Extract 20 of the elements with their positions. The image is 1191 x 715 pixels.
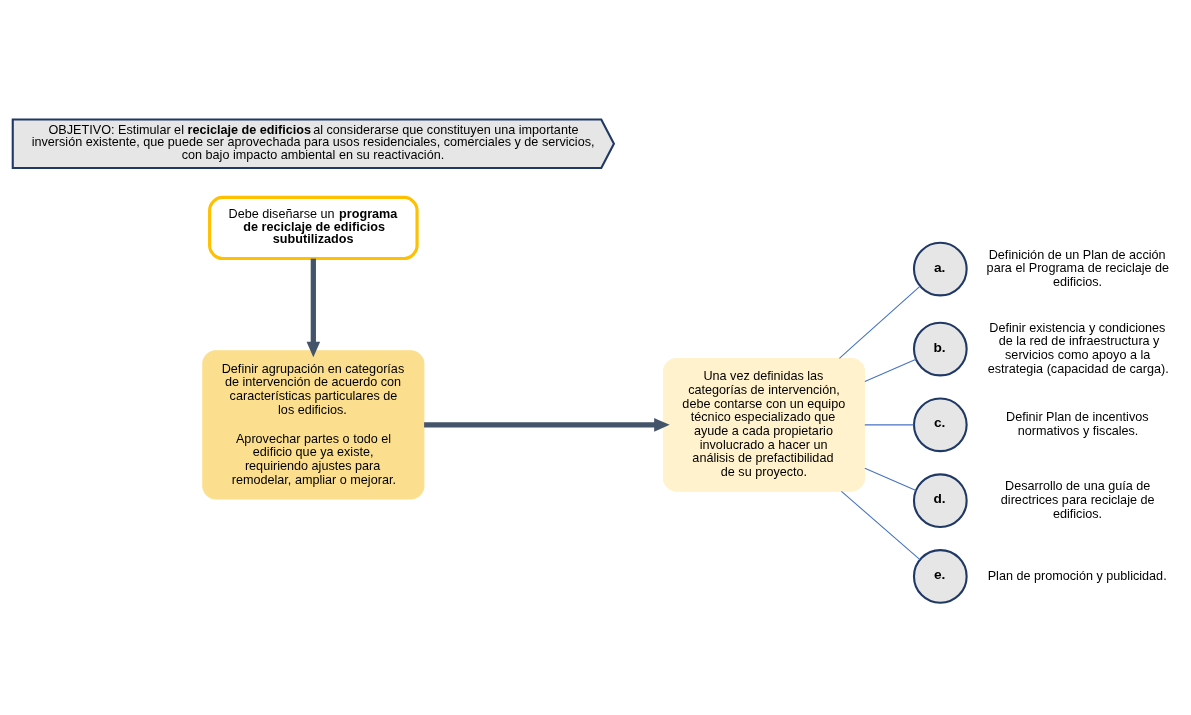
- node-label: Desarrollo de una guía de directrices para reciclaje de edificios.: [1000, 478, 1155, 521]
- node-box: Definir agrupación en categorías de intervención de acuerdo con características particulares de los edificios. Aprovechar partes o todo el edificio que ya existe, requiriendo ajustes para remodelar, ampliar o mejorar.: [202, 349, 425, 499]
- arrow: [424, 417, 670, 432]
- node-label: Definir Plan de incentivos normativos y fiscales.: [1006, 409, 1149, 438]
- connector: [840, 490, 921, 560]
- arrow: [306, 258, 321, 357]
- node-circle: d.: [912, 472, 968, 528]
- node-circle: a.: [912, 241, 968, 296]
- node-circle: e.: [912, 548, 968, 604]
- node-circle: c.: [912, 396, 968, 452]
- node-label: Definición de un Plan de acción para el Programa de reciclaje de edificios.: [986, 247, 1170, 289]
- connector: [864, 423, 915, 425]
- node-label: Definir existencia y condiciones de la red de infraestructura y servicios como apoyo a la estrategia (capacidad de carga).: [987, 320, 1169, 376]
- connector: [838, 285, 921, 359]
- node-circle: b.: [912, 321, 968, 376]
- connector: [864, 467, 917, 491]
- connector: [864, 358, 917, 382]
- node-label: Plan de promoción y publicidad.: [987, 568, 1167, 583]
- node-box: Una vez definidas las categorías de intervención, debe contarse con un equipo técnico especializado que ayude a cada propietario involucrado a hacer un análisis de prefactibilidad de su proyecto.: [662, 357, 866, 492]
- node-box: Debe diseñarse un programa de reciclaje de edificios subutilizados: [208, 195, 419, 260]
